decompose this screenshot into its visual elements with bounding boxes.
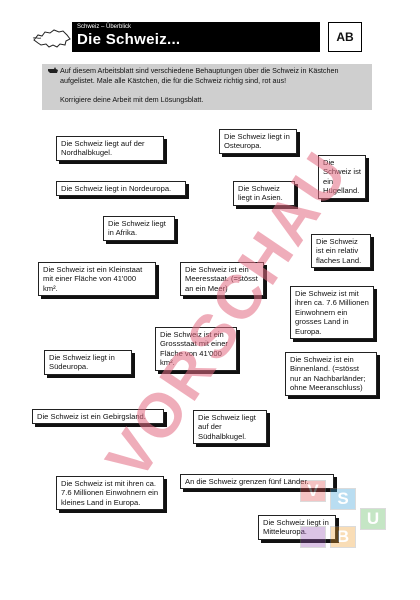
- statement-card[interactable]: Die Schweiz ist ein Grossstaat mit einer…: [155, 327, 237, 371]
- page-title: Die Schweiz...: [77, 31, 181, 48]
- statement-card[interactable]: Die Schweiz ist ein Meeresstaat. (=stöss…: [180, 262, 264, 297]
- statement-card[interactable]: Die Schweiz ist ein Hügelland.: [318, 155, 366, 199]
- statement-card[interactable]: Die Schweiz liegt in Nordeuropa.: [56, 181, 186, 197]
- statement-card[interactable]: Die Schweiz ist mit ihren ca. 7.6 Millio…: [290, 286, 374, 340]
- statement-card[interactable]: Die Schweiz ist ein Kleinstaat mit einer…: [38, 262, 156, 297]
- statement-card[interactable]: Die Schweiz ist ein Binnenland. (=stösst…: [285, 352, 377, 396]
- statement-card[interactable]: Die Schweiz liegt in Asien.: [233, 181, 295, 206]
- logo-cell-s: S: [330, 488, 356, 510]
- title-bar: Schweiz – Überblick Die Schweiz...: [72, 22, 320, 52]
- statement-card[interactable]: An die Schweiz grenzen fünf Länder.: [180, 474, 334, 490]
- pointing-hand-icon: [48, 67, 58, 73]
- statement-card[interactable]: Die Schweiz ist ein Gebirgsland.: [32, 409, 164, 425]
- logo-cell-extra: [300, 526, 326, 548]
- logo-cell-v: V: [300, 480, 326, 502]
- statement-card[interactable]: Die Schweiz liegt in Afrika.: [103, 216, 175, 241]
- statement-card[interactable]: Die Schweiz liegt auf der Nordhalbkugel.: [56, 136, 164, 161]
- instructions-check-text: Korrigiere deine Arbeit mit dem Lösungsb…: [60, 95, 204, 104]
- statement-card[interactable]: Die Schweiz liegt auf der Südhalbkugel.: [193, 410, 267, 445]
- header-subtitle: Schweiz – Überblick: [77, 24, 132, 30]
- statement-card[interactable]: Die Schweiz liegt in Mitteleuropa.: [258, 515, 336, 540]
- statement-card[interactable]: Die Schweiz ist mit ihren ca. 7.6 Millio…: [56, 476, 164, 511]
- statement-card[interactable]: Die Schweiz liegt in Südeuropa.: [44, 350, 132, 375]
- instructions-box: Auf diesem Arbeitsblatt sind verschieden…: [42, 64, 372, 110]
- logo-cell-b: B: [330, 526, 356, 548]
- publisher-logo: V S U B: [300, 480, 392, 576]
- logo-cell-u: U: [360, 508, 386, 530]
- worksheet-type-badge: AB: [328, 22, 362, 52]
- worksheet-header: Schweiz – Überblick Die Schweiz... AB: [72, 22, 362, 52]
- statement-card[interactable]: Die Schweiz liegt in Osteuropa.: [219, 129, 297, 154]
- statement-card[interactable]: Die Schweiz ist ein relativ flaches Land…: [311, 234, 371, 269]
- switzerland-map-icon: [32, 29, 71, 48]
- instructions-text: Auf diesem Arbeitsblatt sind verschieden…: [60, 66, 339, 85]
